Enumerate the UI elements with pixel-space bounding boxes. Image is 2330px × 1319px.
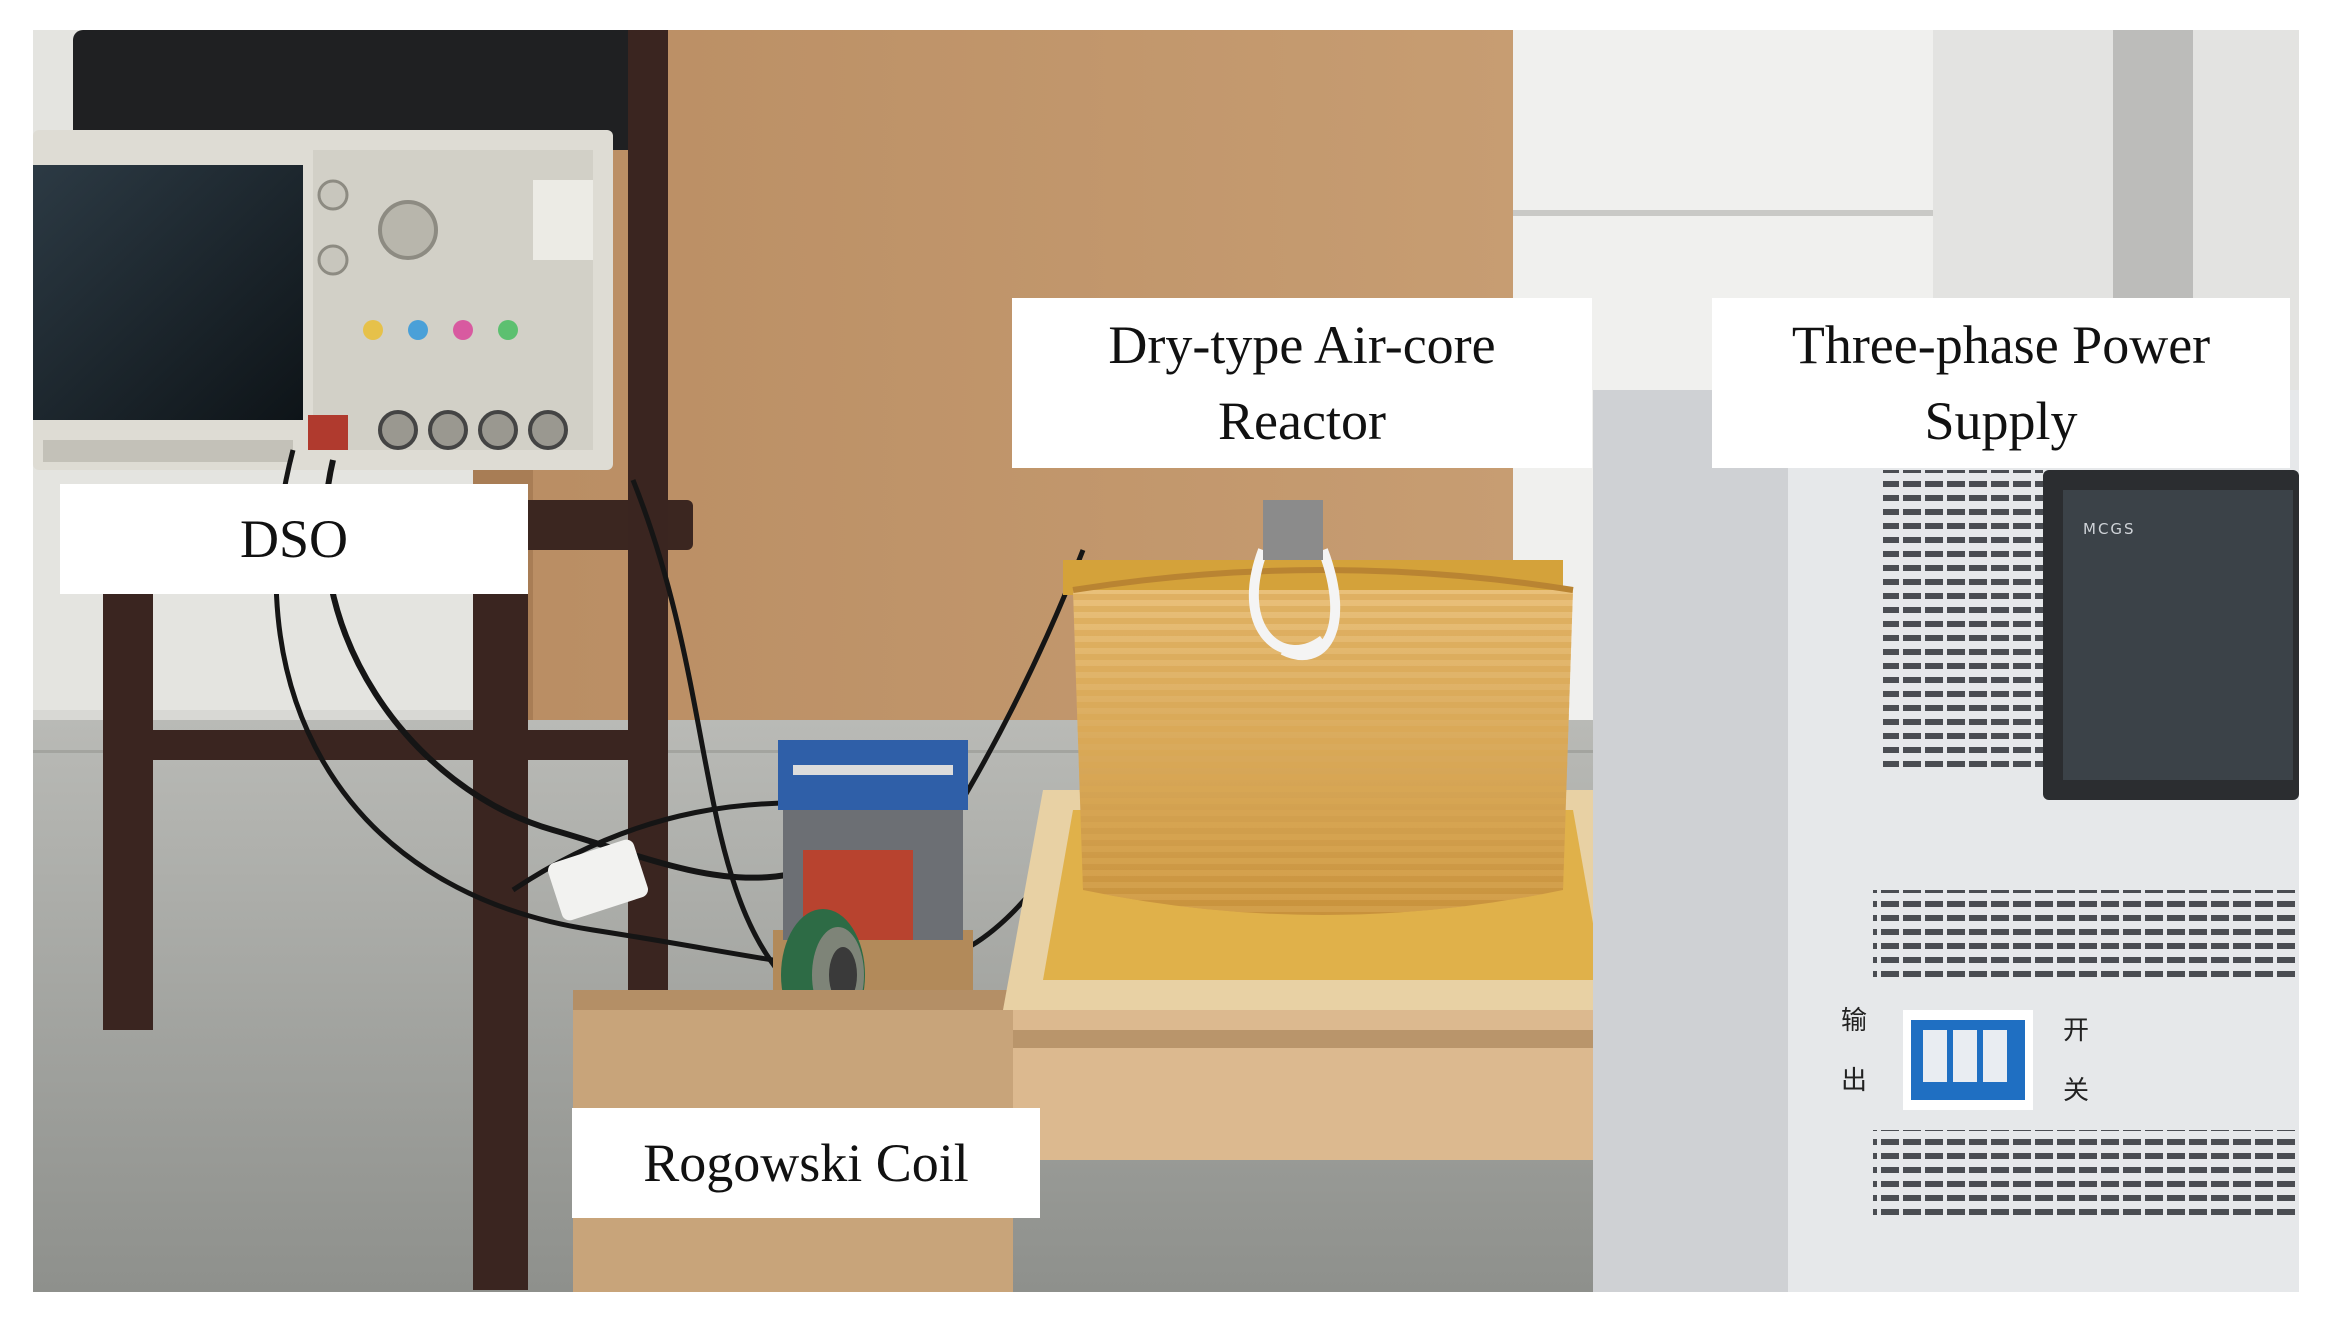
dso-label: DSO — [60, 484, 528, 594]
reactor-label: Dry-type Air-core Reactor — [1012, 298, 1592, 468]
output-mark-top: 输 — [1841, 1006, 1868, 1036]
output-mark-bottom: 出 — [1841, 1066, 1868, 1096]
switch-mark-top: 开 — [2063, 1016, 2090, 1046]
rogowski-coil-label: Rogowski Coil — [572, 1108, 1040, 1218]
photo-illustration — [33, 30, 2299, 1292]
hmi-brand-text: MCGS — [2083, 520, 2136, 538]
lab-setup-photo: 输 出 开 关 MCGS — [33, 30, 2299, 1292]
switch-mark-bottom: 关 — [2063, 1076, 2090, 1106]
power-supply-label: Three-phase Power Supply — [1712, 298, 2290, 468]
